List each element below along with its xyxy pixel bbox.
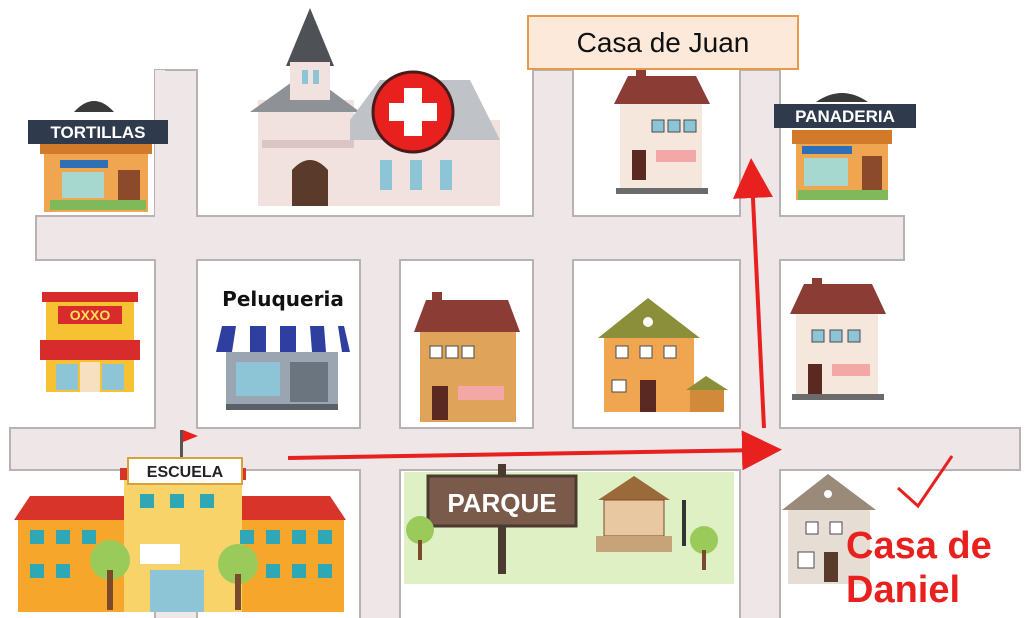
house-juan	[614, 70, 710, 194]
house-green-roof	[598, 298, 728, 412]
casa-de-daniel-line2: Daniel	[846, 569, 961, 611]
house-right-middle	[790, 278, 886, 400]
peluqueria-shop: Peluqueria	[216, 287, 350, 410]
checkmark-icon	[896, 455, 954, 509]
house-brick	[414, 292, 520, 422]
oxxo-sign: OXXO	[70, 307, 111, 323]
panaderia-shop: PANADERIA	[774, 93, 916, 200]
casa-de-daniel-line1: Casa de	[846, 525, 992, 567]
school-sign: ESCUELA	[147, 464, 224, 481]
park-contents: PARQUE	[406, 464, 718, 574]
peluqueria-sign: Peluqueria	[222, 287, 344, 311]
house-daniel	[782, 474, 876, 584]
route-arrows	[287, 158, 782, 471]
casa-de-daniel-label: Casa de Daniel	[846, 524, 992, 612]
panaderia-sign: PANADERIA	[795, 107, 895, 126]
tortillas-shop: TORTILLAS	[28, 101, 168, 212]
school-building: ESCUELA	[14, 430, 346, 612]
route-arrow-east	[287, 430, 782, 471]
casa-de-juan-label: Casa de Juan	[527, 15, 799, 70]
parque-sign: PARQUE	[447, 488, 556, 518]
route-arrow-north	[732, 158, 773, 429]
hospital-church	[250, 8, 500, 206]
tortillas-sign: TORTILLAS	[50, 123, 145, 142]
oxxo-store: OXXO	[40, 292, 140, 392]
